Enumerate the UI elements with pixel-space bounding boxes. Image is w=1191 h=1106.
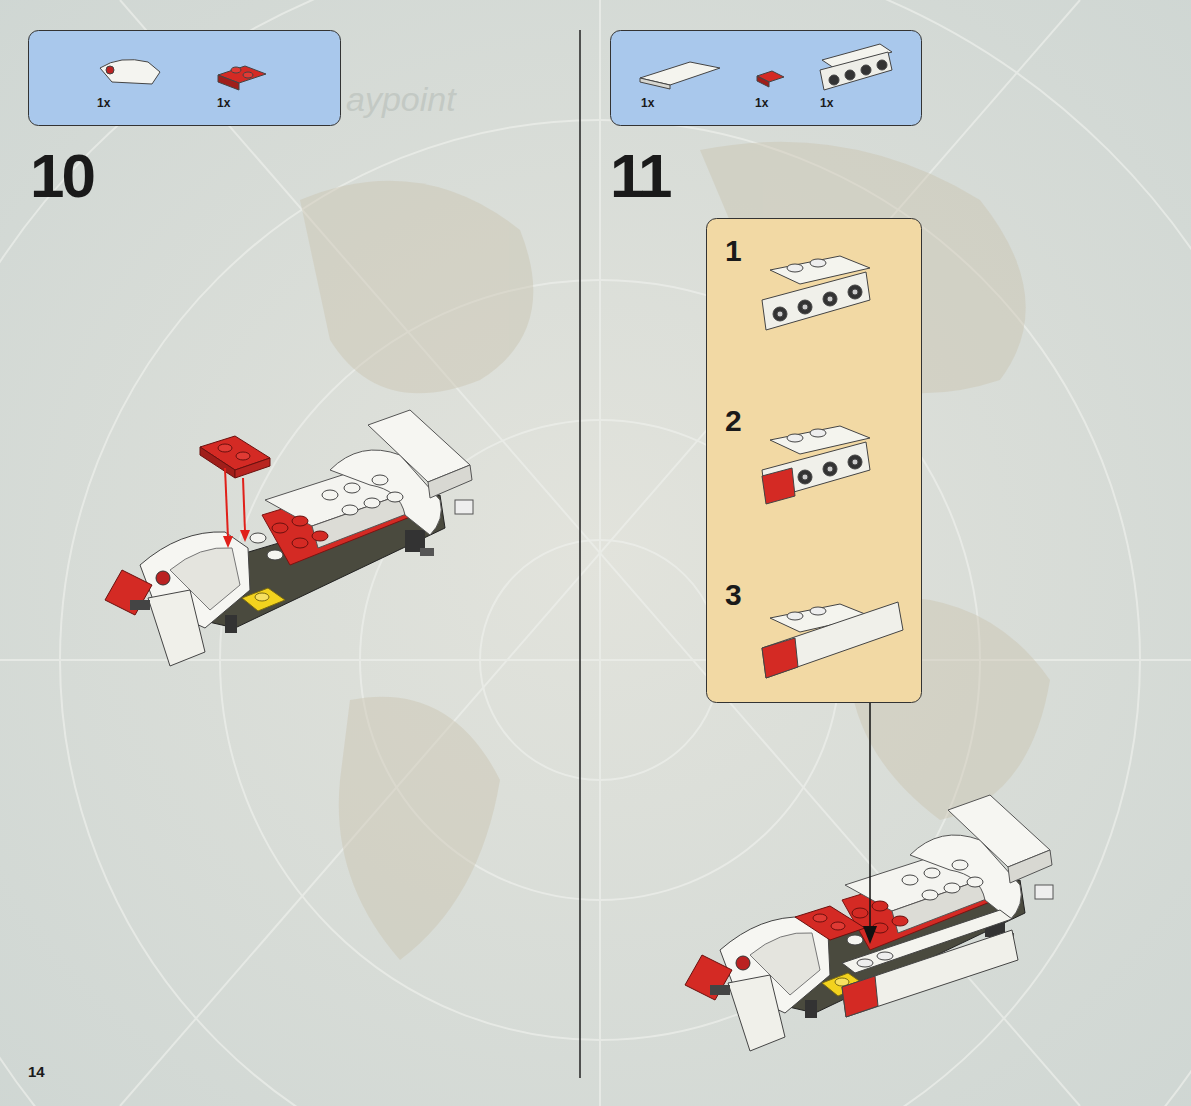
watermark: aypoint (346, 80, 456, 119)
substep-box: 1 2 3 (706, 218, 921, 702)
step-number: 11 (610, 140, 670, 211)
substep-number: 3 (725, 578, 742, 612)
parts-box: 1x 1x (28, 30, 340, 125)
part-count: 1x (641, 96, 654, 110)
parts-box: 1x 1x 1x (610, 30, 921, 125)
part-count: 1x (217, 96, 230, 110)
part-count: 1x (755, 96, 768, 110)
step-number: 10 (30, 140, 93, 211)
page-number: 14 (28, 1063, 45, 1080)
substep-number: 2 (725, 404, 742, 438)
part-count: 1x (97, 96, 110, 110)
part-count: 1x (820, 96, 833, 110)
substep-number: 1 (725, 234, 742, 268)
